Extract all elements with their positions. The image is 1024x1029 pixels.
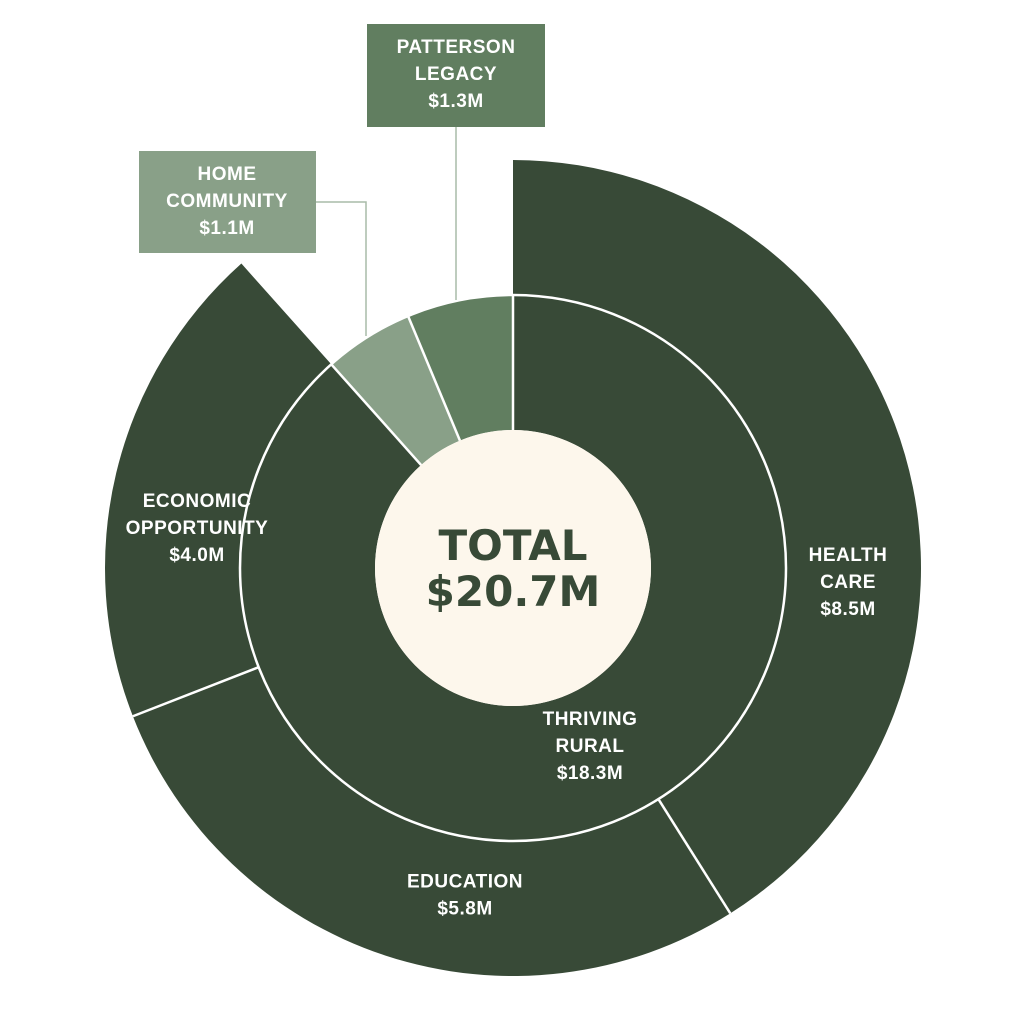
outer-separator (132, 666, 260, 718)
inner-segment-patterson-legacy (408, 295, 513, 441)
outer-segment-economic-opportunity (104, 263, 332, 717)
callout-patterson-legacy-name-line1: PATTERSON (397, 37, 516, 58)
outer-label-health-care-name-line1: HEALTH (809, 545, 888, 566)
callout-patterson-legacy-value: $1.3M (428, 91, 483, 112)
inner-ring (239, 295, 786, 842)
callout-home-community-name-line2: COMMUNITY (166, 191, 288, 212)
outer-segment-health-care (513, 160, 922, 914)
callout-home-community-box (139, 151, 316, 253)
ring-separators (132, 293, 788, 915)
inner-label-thriving-rural-name-line2: RURAL (556, 736, 625, 757)
outer-label-economic-opportunity-name-line1: ECONOMIC (143, 491, 252, 512)
outer-label-economic-opportunity-name-line2: OPPORTUNITY (126, 518, 269, 539)
inner-label-thriving-rural-value: $18.3M (557, 763, 623, 784)
callout-patterson-legacy-box (367, 24, 545, 127)
inner-segment-thriving-rural (239, 295, 786, 842)
outer-segment-education (132, 667, 731, 976)
outer-separator (657, 798, 732, 915)
callout-home-community-value: $1.1M (199, 218, 254, 239)
outer-label-health-care-name-line2: CARE (820, 572, 876, 593)
segment-labels: HEALTH CARE $8.5M EDUCATION $5.8M ECONOMIC OPP… (126, 491, 888, 920)
callouts: HOME COMMUNITY $1.1M PATTERSON LEGACY $1.3M (139, 24, 545, 253)
outer-label-education-value: $5.8M (437, 899, 492, 920)
center-disc: TOTAL $20.7M (375, 430, 651, 706)
outer-ring (104, 160, 922, 976)
callout-leader-lines (316, 127, 457, 336)
total-label: TOTAL (438, 521, 587, 570)
inner-label-thriving-rural-name-line1: THRIVING (543, 709, 638, 730)
center-circle (375, 430, 651, 706)
inner-separator (406, 315, 462, 442)
outer-label-economic-opportunity-value: $4.0M (169, 545, 224, 566)
outer-label-education-name-line1: EDUCATION (407, 872, 523, 893)
callout-home-community-name-line1: HOME (198, 164, 257, 185)
inner-separator (330, 363, 423, 466)
callout-patterson-legacy-name-line2: LEGACY (415, 64, 497, 85)
total-value: $20.7M (426, 567, 601, 616)
inner-segment-home-community (331, 315, 460, 466)
callout-home-community-leader (316, 201, 367, 336)
outer-label-health-care-value: $8.5M (820, 599, 875, 620)
